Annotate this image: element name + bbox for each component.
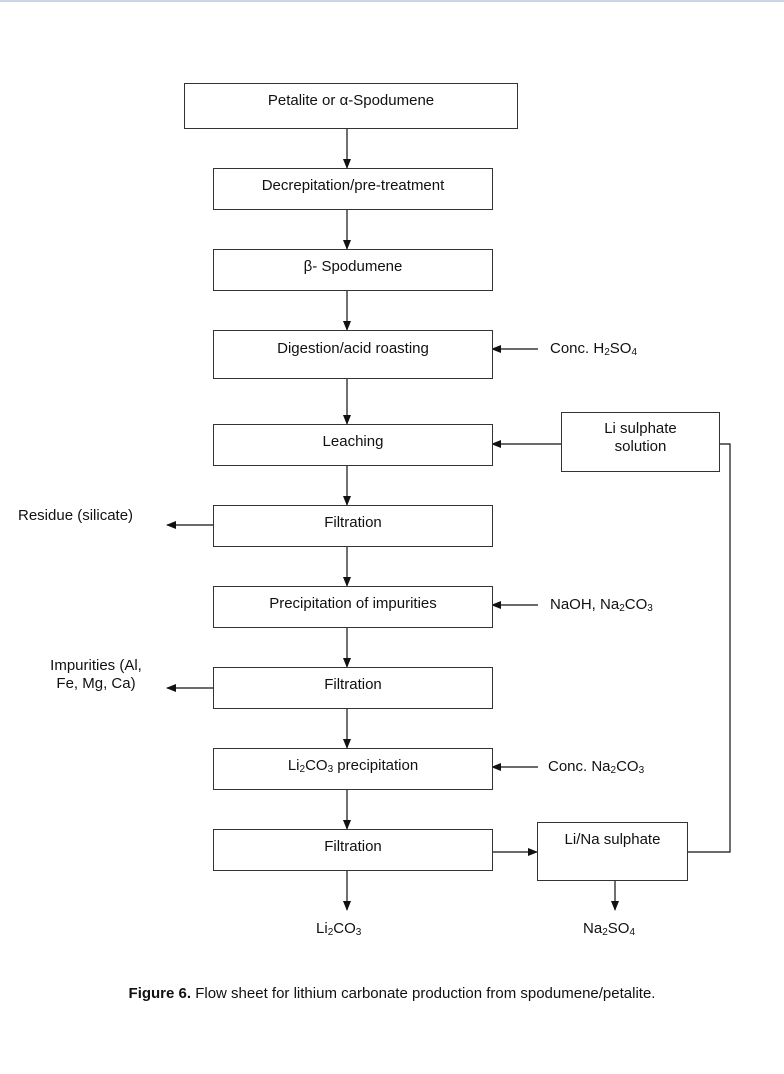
label-li2co3-product: Li2CO3 [316,920,362,938]
label-conc-h2so4: Conc. H2SO4 [550,340,637,358]
box-label: Li/Na sulphate [564,831,661,848]
box-label: β- Spodumene [303,258,403,275]
box-precipitation-impurities: Precipitation of impurities [213,586,493,628]
box-beta-spodumene: β- Spodumene [213,249,493,291]
box-label: Li sulphate solution [604,420,677,455]
figure-caption: Figure 6. Flow sheet for lithium carbona… [0,985,784,1002]
label-naoh-na2co3: NaOH, Na2CO3 [550,596,653,614]
label-conc-na2co3: Conc. Na2CO3 [548,758,645,776]
box-filtration-3: Filtration [213,829,493,871]
box-label: Decrepitation/pre-treatment [261,177,445,194]
box-filtration-2: Filtration [213,667,493,709]
box-li-sulphate-solution: Li sulphate solution [561,412,720,472]
box-label: Filtration [324,838,382,855]
box-decrepitation: Decrepitation/pre-treatment [213,168,493,210]
recycle-loop [687,443,731,853]
box-label: Leaching [322,433,384,450]
box-petalite-spodumene: Petalite or α-Spodumene [184,83,518,129]
box-leaching: Leaching [213,424,493,466]
box-label: Filtration [324,514,382,531]
top-border [0,0,784,2]
box-filtration-1: Filtration [213,505,493,547]
box-label: Filtration [324,676,382,693]
box-label: Digestion/acid roasting [277,340,429,357]
label-residue: Residue (silicate) [18,507,134,524]
figure-caption-text: Flow sheet for lithium carbonate product… [195,985,656,1002]
box-digestion: Digestion/acid roasting [213,330,493,379]
box-label: Li2CO3 precipitation [287,757,419,775]
box-li-na-sulphate: Li/Na sulphate [537,822,688,881]
box-li2co3-precipitation: Li2CO3 precipitation [213,748,493,790]
box-label: Precipitation of impurities [269,595,437,612]
label-impurities: Impurities (Al, Fe, Mg, Ca) [50,657,142,692]
label-na2so4-product: Na2SO4 [583,920,635,938]
figure-number: Figure 6. [128,985,192,1002]
box-label: Petalite or α-Spodumene [267,92,435,109]
